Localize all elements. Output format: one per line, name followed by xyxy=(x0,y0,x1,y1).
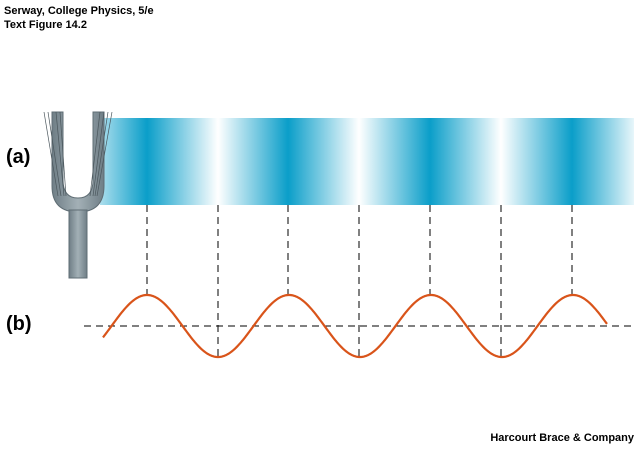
fork-prongs xyxy=(51,111,105,213)
figure-number: Text Figure 14.2 xyxy=(4,19,87,31)
part-a-label: (a) xyxy=(6,146,31,168)
part-b-label: (b) xyxy=(6,313,32,335)
pressure-wave-curve xyxy=(102,293,608,359)
tuning-fork xyxy=(43,111,113,279)
fork-handle xyxy=(68,209,88,279)
book-citation: Serway, College Physics, 5/e xyxy=(4,5,154,17)
alignment-guides xyxy=(146,205,573,357)
air-density-band xyxy=(100,118,634,205)
vibration-lines xyxy=(43,111,113,197)
publisher-credit: Harcourt Brace & Company xyxy=(490,432,634,444)
figure-header: Serway, College Physics, 5/e Text Figure… xyxy=(4,4,154,32)
